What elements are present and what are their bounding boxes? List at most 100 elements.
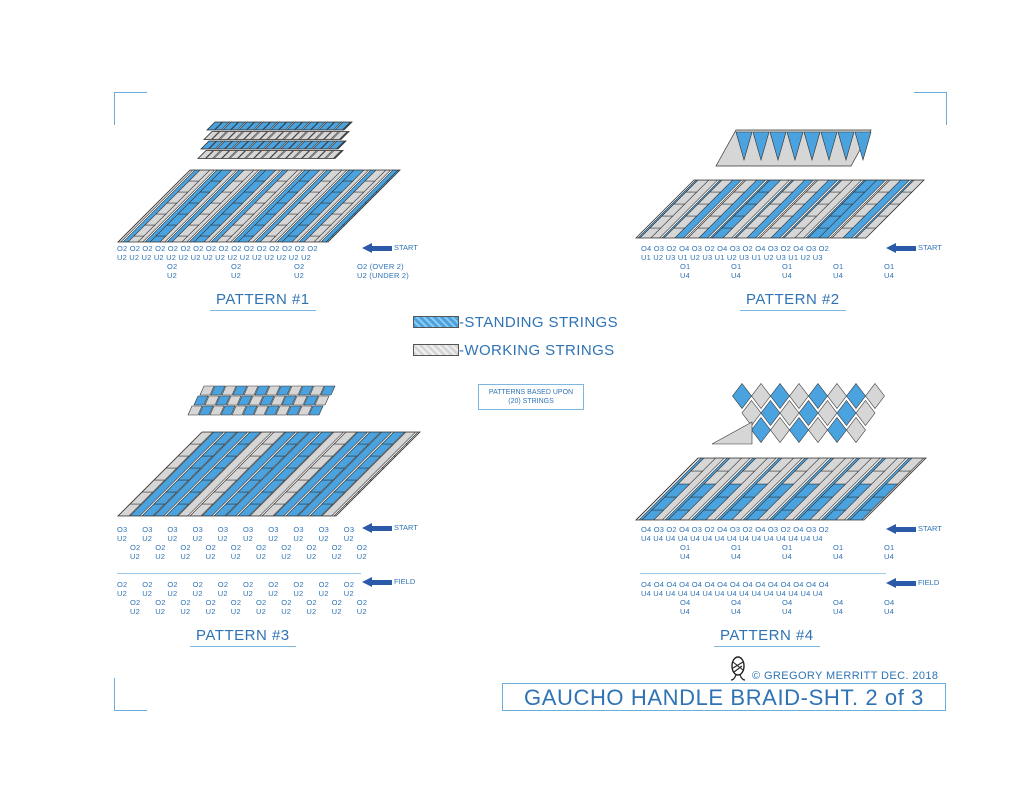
- corner-mark-top-right: [914, 92, 947, 125]
- pattern3-title: PATTERN #3: [190, 627, 296, 647]
- pattern3-field-top-9: O2: [343, 580, 355, 589]
- pattern3-start-subtop-4: O2: [230, 543, 242, 552]
- pattern3-braid: [117, 431, 421, 517]
- pattern3-field-bot-7: U2: [293, 589, 304, 598]
- pattern3-start-subtop-5: O2: [256, 543, 267, 552]
- pattern1-top-strip: [197, 121, 353, 159]
- pattern1-under-note: U2 (UNDER 2): [357, 271, 409, 280]
- pattern3-field-subtop-4: O2: [230, 598, 242, 607]
- pattern1-sub2-b: U2: [231, 271, 241, 280]
- pattern3-field-bot-3: U2: [192, 589, 203, 598]
- pattern3-start-subbot-5: U2: [256, 552, 266, 561]
- pattern4-field-sub1-a: O4: [680, 598, 691, 607]
- pattern3-field-subbot-7: U2: [306, 607, 317, 616]
- strings-note: PATTERNS BASED UPON (20) STRINGS: [478, 384, 584, 410]
- pattern3-start-subbot-9: U2: [356, 552, 367, 561]
- pattern4-field-arrow: [886, 578, 916, 588]
- pattern4-field-sub2-e: U4: [884, 607, 894, 616]
- corner-mark-top-left: [114, 92, 147, 125]
- pattern3-field-line: [117, 573, 361, 574]
- pattern3-start-subtop-8: O2: [331, 543, 342, 552]
- pattern2-sub2-b: U4: [731, 271, 741, 280]
- pattern3-start-top-0: O3: [117, 525, 128, 534]
- pattern3-start-subbot-2: U2: [180, 552, 191, 561]
- pattern1-row2: U2 U2 U2 U2 U2 U2 U2 U2 U2 U2 U2 U2 U2 U…: [117, 253, 312, 262]
- pattern3-field-subtop-5: O2: [256, 598, 267, 607]
- pattern3-start-top-5: O3: [243, 525, 254, 534]
- pattern3-start-subbot-3: U2: [205, 552, 216, 561]
- pattern2-row1: O4 O3 O2 O4 O3 O2 O4 O3 O2 O4 O3 O2 O4 O…: [641, 244, 830, 253]
- pattern4-sub2-c: U4: [782, 552, 792, 561]
- pattern3-start-arrow: [362, 523, 392, 533]
- pattern3-field-subtop-1: O2: [155, 598, 166, 607]
- pattern4-title: PATTERN #4: [714, 627, 820, 647]
- pattern3-field-top-0: O2: [117, 580, 128, 589]
- pattern3-start-subbot-6: U2: [281, 552, 292, 561]
- pattern3-start-subbot-8: U2: [331, 552, 342, 561]
- pattern1-start-label: START: [394, 243, 418, 252]
- pattern3-start-top-7: O3: [293, 525, 304, 534]
- pattern3-start-subtop-9: O2: [356, 543, 368, 552]
- pattern2-sub2-d: U4: [833, 271, 843, 280]
- pattern4-field-sub2-b: U4: [731, 607, 741, 616]
- pattern4-field-sub1-b: O4: [731, 598, 742, 607]
- pattern3-start-subtop-3: O2: [205, 543, 216, 552]
- pattern4-start-arrow: [886, 524, 916, 534]
- pattern3-start-subtop-0: O2: [130, 543, 141, 552]
- pattern2-sub2-a: U4: [680, 271, 690, 280]
- pattern3-start-bot-3: U2: [192, 534, 203, 543]
- working-strings-label: -WORKING STRINGS: [459, 342, 615, 359]
- pattern3-field-subtop-9: O2: [356, 598, 368, 607]
- strings-note-line2: (20) STRINGS: [508, 398, 554, 405]
- pattern3-start-bot-7: U2: [293, 534, 304, 543]
- pattern4-field-label: FIELD: [918, 578, 940, 587]
- pattern3-top-strip: [187, 385, 336, 416]
- pattern3-field-subtop-7: O2: [306, 598, 317, 607]
- pattern4-field-sub1-c: O4: [782, 598, 793, 607]
- pattern3-start-subtop-1: O2: [155, 543, 166, 552]
- pattern3-field-bot-1: U2: [142, 589, 153, 598]
- pattern3-field-subtop-6: O2: [281, 598, 292, 607]
- pattern3-start-subbot-1: U2: [155, 552, 166, 561]
- pattern3-field-subbot-9: U2: [356, 607, 367, 616]
- pattern3-field-top-7: O2: [293, 580, 304, 589]
- pattern2-sub1-a: O1: [680, 262, 691, 271]
- pattern3-field-bot-5: U2: [243, 589, 253, 598]
- pattern3-start-top-6: O3: [268, 525, 279, 534]
- pattern4-sub2-b: U4: [731, 552, 741, 561]
- pattern3-start-bot-5: U2: [243, 534, 253, 543]
- pattern4-sub2-a: U4: [680, 552, 690, 561]
- pattern3-start-top-3: O3: [192, 525, 203, 534]
- pattern1-over-note: O2 (OVER 2): [357, 262, 404, 271]
- pattern4-sub2-e: U4: [884, 552, 894, 561]
- pattern4-field-line: [640, 573, 886, 574]
- pattern3-field-bot-8: U2: [318, 589, 329, 598]
- pattern3-field-subtop-2: O2: [180, 598, 191, 607]
- pattern3-start-subbot-4: U2: [230, 552, 241, 561]
- pattern3-start-bot-2: U2: [167, 534, 178, 543]
- pattern3-start-top-2: O3: [167, 525, 178, 534]
- pattern2-sub1-c: O1: [782, 262, 793, 271]
- pattern3-start-bot-9: U2: [343, 534, 354, 543]
- standing-strings-label: -STANDING STRINGS: [459, 314, 619, 331]
- pattern3-field-top-2: O2: [167, 580, 178, 589]
- pattern4-sub1-c: O1: [782, 543, 793, 552]
- pattern1-sub1-b: O2: [231, 262, 242, 271]
- pattern3-field-arrow: [362, 577, 392, 587]
- pattern3-field-subbot-2: U2: [180, 607, 191, 616]
- pattern2-sub1-b: O1: [731, 262, 742, 271]
- pattern3-field-top-4: O2: [217, 580, 229, 589]
- pattern3-field-subbot-8: U2: [331, 607, 342, 616]
- pattern1-braid: [117, 169, 401, 243]
- pattern1-row1: O2 O2 O2 O2 O2 O2 O2 O2 O2 O2 O2 O2 O2 O…: [117, 244, 318, 253]
- pattern2-sub1-d: O1: [833, 262, 844, 271]
- pattern3-start-bot-0: U2: [117, 534, 127, 543]
- pattern3-field-top-6: O2: [268, 580, 279, 589]
- pattern3-field-subbot-6: U2: [281, 607, 292, 616]
- pattern3-start-bot-4: U2: [217, 534, 228, 543]
- pattern3-start-subtop-7: O2: [306, 543, 317, 552]
- pattern3-start-subtop-6: O2: [281, 543, 292, 552]
- pattern4-field-sub2-c: U4: [782, 607, 792, 616]
- pattern3-start-bot-1: U2: [142, 534, 153, 543]
- pattern4-row2: U4 U4 U4 U4 U4 U4 U4 U4 U4 U4 U4 U4 U4 U…: [641, 534, 823, 543]
